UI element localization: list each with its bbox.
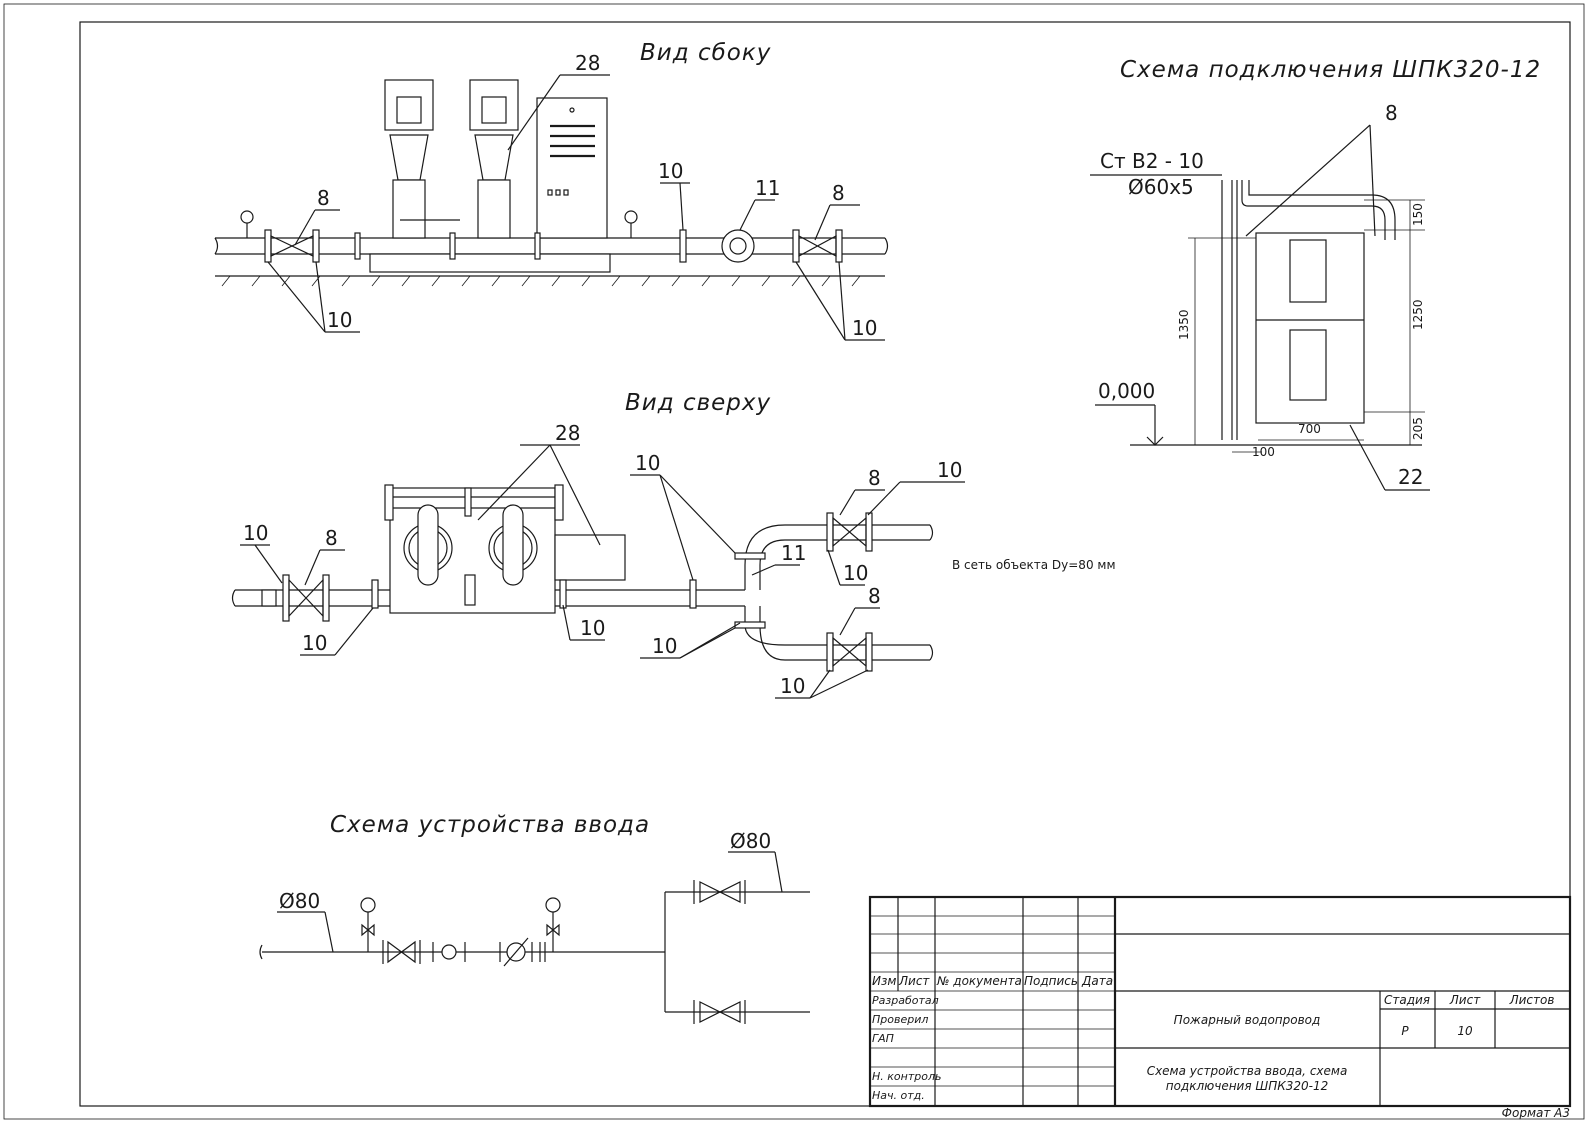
dim-100: 100 bbox=[1252, 445, 1275, 459]
dim-1350: 1350 bbox=[1177, 309, 1191, 340]
col-sign: Подпись bbox=[1024, 974, 1078, 988]
inlet-scheme: Схема устройства ввода Ø80 Ø80 bbox=[259, 812, 810, 1024]
row-checked: Проверил bbox=[872, 1013, 928, 1026]
col-doc: № документа bbox=[936, 974, 1022, 988]
col-date: Дата bbox=[1081, 974, 1113, 988]
network-note: В сеть объекта Dу=80 мм bbox=[952, 558, 1116, 572]
callout-10-top-1: 10 bbox=[243, 521, 268, 545]
callout-8-top-1: 8 bbox=[325, 526, 338, 550]
row-ncontrol: Н. контроль bbox=[872, 1070, 941, 1083]
callout-8-side-right: 8 bbox=[832, 181, 845, 205]
inlet-dia-2: Ø80 bbox=[730, 829, 771, 853]
callout-8-side-left: 8 bbox=[317, 186, 330, 210]
connection-scheme: Схема подключения ШПК320-12 Ст В2 - 10 Ø… bbox=[1090, 57, 1541, 491]
stage-header: Стадия bbox=[1384, 993, 1430, 1007]
sheet-title-line-1: Схема устройства ввода, схема bbox=[1147, 1064, 1348, 1078]
connection-scheme-title: Схема подключения ШПК320-12 bbox=[1120, 57, 1541, 83]
inlet-dia-1: Ø80 bbox=[279, 889, 320, 913]
row-head: Нач. отд. bbox=[872, 1089, 925, 1102]
row-developer: Разработал bbox=[872, 994, 939, 1007]
title-block: Изм Лист № документа Подпись Дата Разраб… bbox=[868, 895, 1572, 1108]
callout-8-conn: 8 bbox=[1385, 101, 1398, 125]
sheet-title-line-2: подключения ШПК320-12 bbox=[1166, 1079, 1329, 1093]
outer-frame bbox=[3, 3, 1585, 1120]
callout-11-side: 11 bbox=[755, 176, 780, 200]
sheet-header: Лист bbox=[1449, 993, 1481, 1007]
callout-10-top-8: 10 bbox=[780, 674, 805, 698]
project-name: Пожарный водопровод bbox=[1174, 1013, 1321, 1027]
callout-28-top: 28 bbox=[555, 421, 580, 445]
stage-value: Р bbox=[1401, 1024, 1409, 1038]
callout-28-side: 28 bbox=[575, 51, 600, 75]
callout-8-top-2: 8 bbox=[868, 466, 881, 490]
dim-205: 205 bbox=[1411, 417, 1425, 440]
sheets-header: Листов bbox=[1509, 993, 1555, 1007]
format-label: Формат А3 bbox=[1502, 1106, 1570, 1120]
top-view-title: Вид сверху bbox=[625, 390, 771, 416]
side-view-title: Вид сбоку bbox=[640, 40, 771, 66]
side-view: Вид сбоку bbox=[214, 40, 889, 341]
callout-10-top-5: 10 bbox=[937, 458, 962, 482]
dim-700: 700 bbox=[1298, 422, 1321, 436]
sheet-value: 10 bbox=[1457, 1024, 1473, 1038]
pipe-label-1: Ст В2 - 10 bbox=[1100, 149, 1204, 173]
inlet-scheme-title: Схема устройства ввода bbox=[330, 812, 650, 838]
callout-10-top-2: 10 bbox=[302, 631, 327, 655]
inner-frame bbox=[79, 21, 1571, 1107]
col-list: Лист bbox=[898, 974, 930, 988]
level-mark: 0,000 bbox=[1098, 379, 1155, 403]
callout-8-top-3: 8 bbox=[868, 584, 881, 608]
callout-10-side-mid: 10 bbox=[658, 159, 683, 183]
pipe-label-2: Ø60x5 bbox=[1128, 175, 1194, 199]
callout-22-conn: 22 bbox=[1398, 465, 1423, 489]
callout-11-top: 11 bbox=[781, 541, 806, 565]
top-view: Вид сверху bbox=[231, 390, 1116, 699]
callout-10-top-4: 10 bbox=[635, 451, 660, 475]
callout-10-side-left: 10 bbox=[327, 308, 352, 332]
callout-10-top-7: 10 bbox=[652, 634, 677, 658]
callout-10-top-3: 10 bbox=[580, 616, 605, 640]
callout-10-top-6: 10 bbox=[843, 561, 868, 585]
callout-10-side-right: 10 bbox=[852, 316, 877, 340]
col-izm: Изм bbox=[872, 974, 896, 988]
row-gap: ГАП bbox=[872, 1032, 894, 1045]
dim-1250: 1250 bbox=[1411, 299, 1425, 330]
dim-150: 150 bbox=[1411, 203, 1425, 226]
